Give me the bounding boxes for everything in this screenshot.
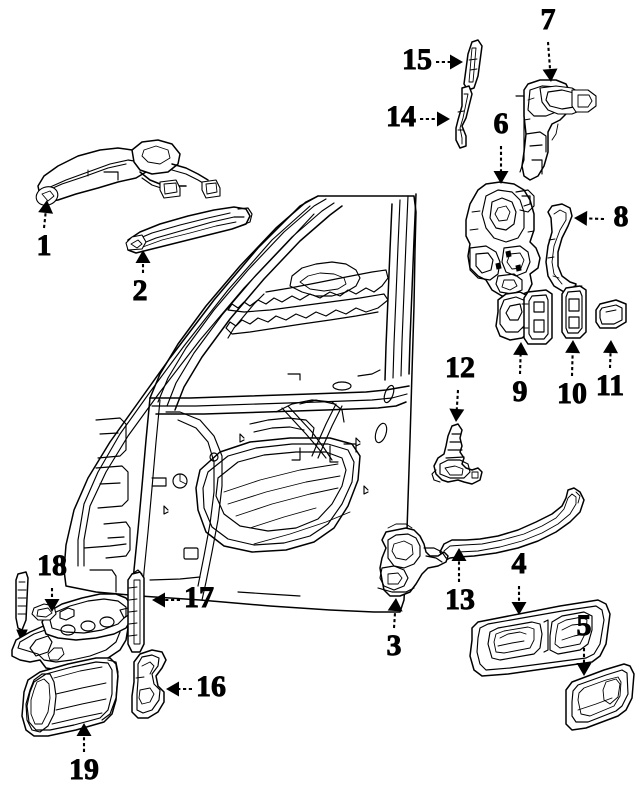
callout-number-19: 19 bbox=[69, 753, 99, 786]
part-door-hinge bbox=[495, 289, 553, 345]
callout-arrow-head bbox=[44, 599, 60, 612]
part-handle-frame-bar bbox=[125, 206, 253, 254]
part-inside-handle-cover bbox=[565, 663, 635, 731]
callout-leader-line bbox=[570, 352, 574, 377]
callout-arrow-head bbox=[166, 681, 179, 697]
callout-9: 9 bbox=[512, 342, 529, 408]
callout-2: 2 bbox=[132, 250, 151, 307]
callout-arrow-head bbox=[493, 171, 509, 184]
part-check-rubber-boot bbox=[21, 657, 119, 737]
callout-16: 16 bbox=[166, 669, 226, 703]
callout-number-3: 3 bbox=[387, 629, 402, 662]
callout-number-5: 5 bbox=[577, 609, 592, 642]
callout-number-10: 10 bbox=[557, 377, 587, 410]
callout-10: 10 bbox=[557, 340, 587, 410]
callout-arrow-head bbox=[38, 200, 54, 214]
part-inside-handle-bezel bbox=[469, 599, 611, 677]
callout-3: 3 bbox=[386, 598, 403, 662]
callout-arrow-head bbox=[437, 111, 450, 127]
callout-leader-line bbox=[586, 217, 605, 221]
callout-arrow-head bbox=[574, 210, 588, 226]
callout-number-16: 16 bbox=[196, 670, 226, 703]
callout-13: 13 bbox=[445, 548, 475, 616]
callout-12: 12 bbox=[445, 350, 475, 422]
callout-arrow-head bbox=[449, 408, 465, 422]
callout-number-13: 13 bbox=[445, 583, 475, 616]
callout-4: 4 bbox=[511, 546, 527, 615]
callout-arrow-head bbox=[135, 250, 151, 263]
callout-number-11: 11 bbox=[596, 369, 624, 402]
part-door-check-assembly bbox=[11, 571, 133, 671]
callout-arrow-head bbox=[542, 68, 558, 82]
callout-19: 19 bbox=[69, 723, 99, 786]
callout-leader-line bbox=[546, 41, 552, 70]
part-inside-door-handle bbox=[377, 523, 449, 597]
callout-5: 5 bbox=[576, 608, 592, 676]
callout-number-12: 12 bbox=[445, 351, 475, 384]
callout-leader-line bbox=[608, 352, 612, 369]
callout-number-4: 4 bbox=[512, 547, 527, 580]
part-check-cover-bracket bbox=[131, 649, 167, 719]
part-control-connecting-rod bbox=[439, 487, 585, 561]
part-check-link-rod bbox=[127, 569, 145, 653]
callout-arrow-head bbox=[565, 340, 581, 354]
part-door-lock-assembly bbox=[465, 181, 541, 297]
callout-number-14: 14 bbox=[386, 100, 416, 133]
part-lock-cylinder-link-rod bbox=[455, 85, 473, 149]
callout-arrow-head bbox=[603, 340, 619, 354]
callout-number-18: 18 bbox=[37, 549, 67, 582]
callout-number-6: 6 bbox=[494, 107, 509, 140]
callout-number-2: 2 bbox=[133, 274, 148, 307]
callout-1: 1 bbox=[36, 200, 54, 262]
callout-14: 14 bbox=[386, 99, 450, 133]
callout-6: 6 bbox=[493, 106, 509, 184]
door-shell-panel bbox=[63, 193, 417, 613]
callout-number-9: 9 bbox=[513, 375, 528, 408]
callout-number-15: 15 bbox=[402, 43, 432, 76]
callout-leader-line bbox=[455, 389, 460, 410]
callout-number-8: 8 bbox=[614, 200, 629, 233]
callout-8: 8 bbox=[574, 199, 629, 233]
callout-arrow-head bbox=[511, 602, 527, 615]
part-lock-cylinder-pin bbox=[463, 39, 483, 91]
part-hinge-spacer bbox=[595, 299, 627, 329]
callout-arrow-head bbox=[451, 548, 467, 561]
callout-arrow-head bbox=[513, 342, 529, 356]
callout-arrow-head bbox=[152, 592, 165, 608]
callout-leader-line bbox=[42, 212, 47, 229]
part-lock-control-clip bbox=[545, 203, 577, 293]
callout-7: 7 bbox=[540, 2, 558, 82]
callout-18: 18 bbox=[37, 548, 67, 612]
callout-11: 11 bbox=[595, 340, 625, 402]
part-outside-door-handle bbox=[35, 139, 221, 206]
callout-arrow-head bbox=[76, 723, 92, 736]
callout-15: 15 bbox=[402, 42, 463, 76]
callout-arrow-head bbox=[450, 54, 463, 70]
callout-number-7: 7 bbox=[541, 3, 556, 36]
callout-leader-line bbox=[518, 354, 522, 375]
callout-17: 17 bbox=[152, 580, 214, 614]
part-lock-actuator bbox=[431, 423, 483, 485]
callout-arrow-head bbox=[576, 663, 592, 676]
part-hinge-shim-plate bbox=[561, 285, 587, 339]
part-door-lock-striker bbox=[515, 79, 597, 181]
callout-number-1: 1 bbox=[37, 229, 52, 262]
callout-leader-line bbox=[392, 610, 397, 629]
callout-arrow-head bbox=[387, 598, 403, 612]
callout-number-17: 17 bbox=[184, 581, 214, 614]
